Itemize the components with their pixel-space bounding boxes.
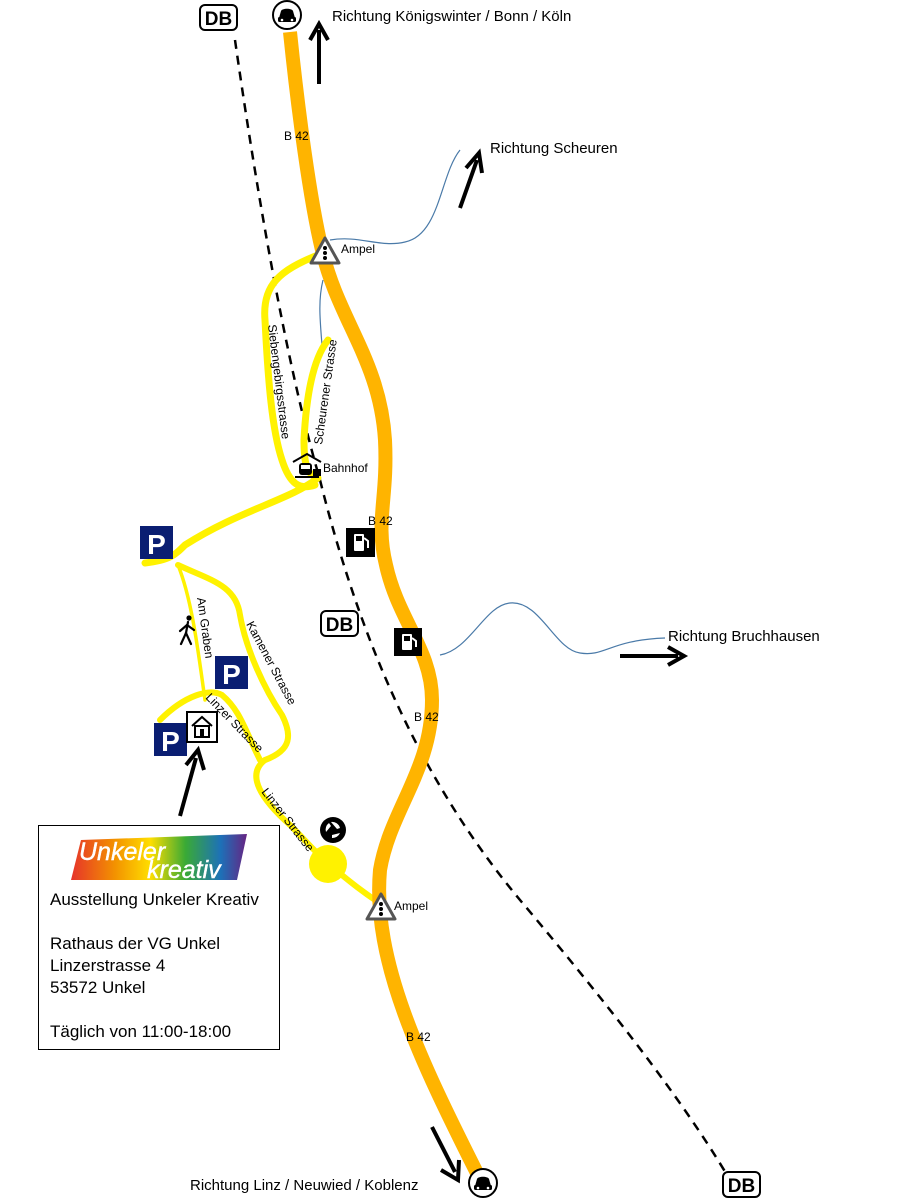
roundabout <box>309 845 347 883</box>
db-logo-icon: DB <box>199 4 238 31</box>
arrow-scheuren-icon <box>458 148 484 209</box>
traffic-light-warning-icon <box>309 236 341 265</box>
arrow-bruchhausen-icon <box>620 645 689 667</box>
local-roads <box>141 251 381 905</box>
address-line: Linzerstrasse 4 <box>50 956 166 975</box>
arrow-location-icon <box>178 745 206 817</box>
train-station-icon <box>292 452 322 478</box>
svg-text:P: P <box>222 659 241 690</box>
road-linzer-strasse-north <box>157 689 263 763</box>
svg-text:P: P <box>147 529 166 560</box>
road-linzer-strasse-south <box>253 757 381 905</box>
pedestrian-icon <box>178 615 196 646</box>
traffic-light-warning-icon <box>365 892 397 921</box>
b42-label: B 42 <box>406 1030 431 1044</box>
address-line: 53572 Unkel <box>50 978 146 997</box>
car-icon <box>468 1168 498 1198</box>
label-ampel-north: Ampel <box>341 242 375 256</box>
direction-south: Richtung Linz / Neuwied / Koblenz <box>190 1177 418 1194</box>
direction-scheuren: Richtung Scheuren <box>490 140 618 157</box>
road-siebengebirgsstrasse <box>261 251 322 491</box>
parking-sign-icon: P <box>154 723 187 757</box>
svg-text:DB: DB <box>326 615 353 636</box>
road-am-graben <box>176 563 207 702</box>
parking-sign-icon: P <box>215 656 248 690</box>
car-icon <box>272 0 302 30</box>
svg-text:P: P <box>161 726 180 757</box>
svg-text:Unkeler: Unkeler <box>79 838 167 866</box>
b42-label: B 42 <box>414 710 439 724</box>
label-bahnhof: Bahnhof <box>323 461 368 475</box>
direction-north: Richtung Königswinter / Bonn / Köln <box>332 8 571 25</box>
arrow-north-icon <box>308 19 330 84</box>
destination-house-icon <box>186 711 218 743</box>
svg-text:DB: DB <box>205 9 232 30</box>
stream-bruchhausen <box>439 602 666 656</box>
stream-scheuren <box>319 149 461 346</box>
exhibition-title: Ausstellung Unkeler Kreativ <box>50 890 259 909</box>
unkeler-kreativ-logo: Unkeler kreativ <box>71 834 247 880</box>
label-scheurener-strasse: Scheurener Strasse <box>311 338 340 445</box>
road-b42 <box>283 31 485 1179</box>
exhibition-info-box: Unkeler kreativ Ausstellung Unkeler Krea… <box>38 825 280 1050</box>
db-logo-icon: DB <box>722 1171 761 1198</box>
parking-sign-icon: P <box>140 526 173 560</box>
opening-hours: Täglich von 11:00-18:00 <box>50 1022 232 1041</box>
fuel-station-icon <box>346 528 375 557</box>
fuel-station-icon <box>394 628 422 656</box>
db-logo-icon: DB <box>320 610 359 637</box>
b42-label: B 42 <box>368 514 393 528</box>
svg-text:kreativ: kreativ <box>147 856 222 880</box>
road-kamener-strasse <box>175 562 292 763</box>
arrow-south-icon <box>430 1126 461 1184</box>
svg-text:DB: DB <box>728 1176 755 1197</box>
b42-label: B 42 <box>284 129 309 143</box>
direction-bruchhausen: Richtung Bruchhausen <box>668 628 820 645</box>
label-ampel-south: Ampel <box>394 899 428 913</box>
address-line: Rathaus der VG Unkel <box>50 934 221 953</box>
roundabout-icon <box>320 817 346 843</box>
